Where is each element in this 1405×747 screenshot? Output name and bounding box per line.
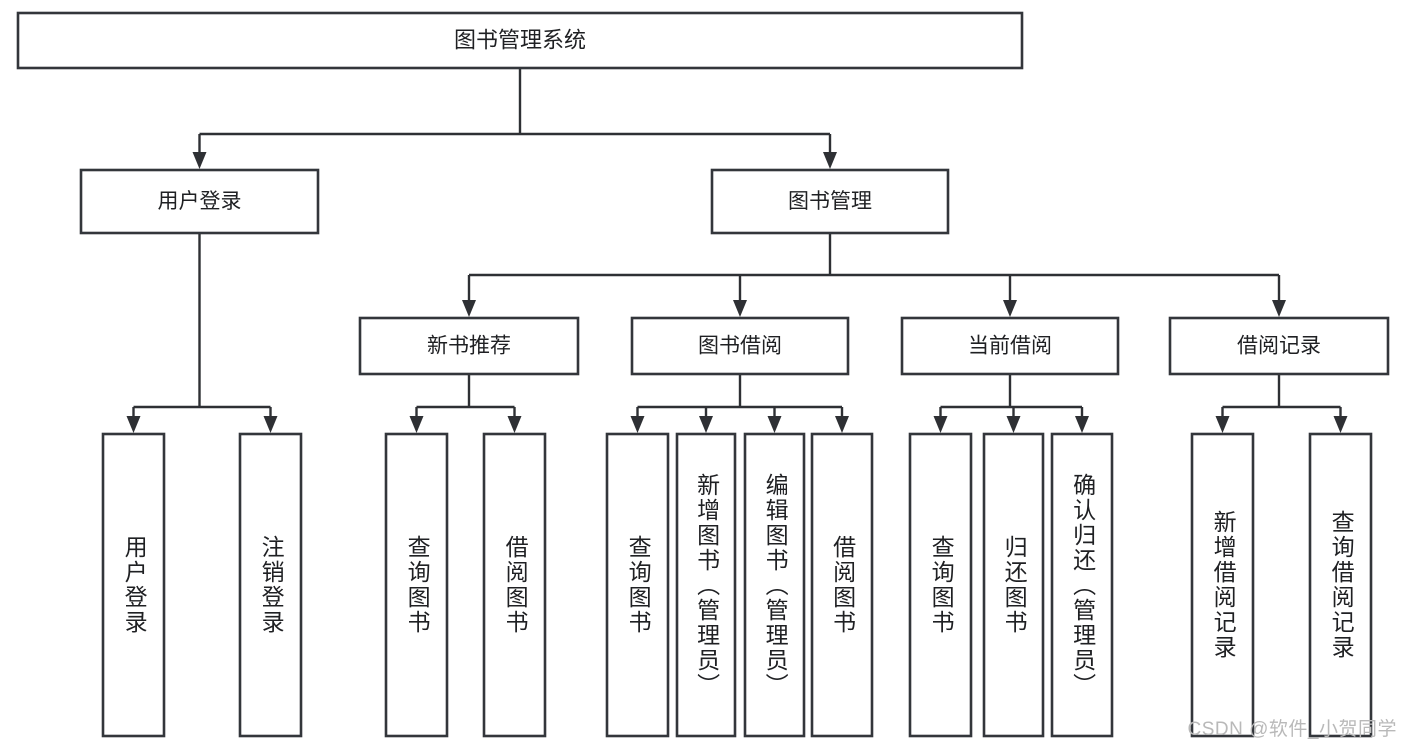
node-box-leaf-add-book[interactable] bbox=[675, 432, 737, 738]
node-label-new-book-recommend: 新书推荐 bbox=[427, 335, 511, 358]
edge-arrowhead-leaf-query-record bbox=[1333, 416, 1348, 433]
watermark-text: CSDN @软件_小贺同学 bbox=[1187, 719, 1397, 740]
node-box-user-login[interactable] bbox=[79, 168, 320, 235]
edge-arrowhead-leaf-borrow-book-2 bbox=[835, 416, 849, 433]
node-label-book-manage: 图书管理 bbox=[788, 190, 872, 213]
node-label-root: 图书管理系统 bbox=[454, 27, 586, 52]
node-box-leaf-query-book-2[interactable] bbox=[605, 432, 670, 738]
node-label-user-login: 用户登录 bbox=[158, 190, 242, 213]
edge-arrowhead-leaf-user-logout bbox=[263, 416, 278, 433]
edge-arrowhead-user-login bbox=[192, 152, 207, 169]
node-box-leaf-confirm-return[interactable] bbox=[1050, 432, 1114, 738]
edge-arrowhead-leaf-query-book-3 bbox=[933, 416, 948, 433]
node-box-leaf-query-book-3[interactable] bbox=[908, 432, 973, 738]
box-layer bbox=[16, 11, 1390, 738]
connector-layer bbox=[126, 68, 1348, 433]
node-box-root[interactable] bbox=[16, 11, 1024, 70]
node-box-book-borrow[interactable] bbox=[630, 316, 850, 376]
edge-arrowhead-book-manage bbox=[823, 152, 837, 169]
node-box-leaf-borrow-book-2[interactable] bbox=[810, 432, 874, 738]
node-box-leaf-user-logout[interactable] bbox=[238, 432, 303, 738]
node-box-leaf-edit-book[interactable] bbox=[743, 432, 806, 738]
edge-arrowhead-leaf-return-book bbox=[1006, 416, 1021, 433]
node-label-current-borrow: 当前借阅 bbox=[968, 335, 1052, 358]
edge-arrowhead-leaf-add-book bbox=[699, 416, 713, 433]
node-box-leaf-query-book-1[interactable] bbox=[384, 432, 449, 738]
node-label-borrow-record: 借阅记录 bbox=[1237, 335, 1321, 358]
edge-arrowhead-leaf-edit-book bbox=[767, 416, 782, 433]
node-box-leaf-borrow-book-1[interactable] bbox=[482, 432, 547, 738]
edge-arrowhead-leaf-borrow-book-1 bbox=[507, 416, 522, 433]
edge-arrowhead-leaf-add-record bbox=[1215, 416, 1230, 433]
edge-arrowhead-leaf-user-login bbox=[126, 416, 141, 433]
edge-arrowhead-current-borrow bbox=[1003, 300, 1017, 317]
edge-arrowhead-leaf-query-book-1 bbox=[409, 416, 424, 433]
edge-arrowhead-book-borrow bbox=[733, 300, 747, 317]
node-box-leaf-add-record[interactable] bbox=[1190, 432, 1255, 738]
node-box-leaf-user-login[interactable] bbox=[101, 432, 166, 738]
node-box-leaf-return-book[interactable] bbox=[982, 432, 1045, 738]
node-box-current-borrow[interactable] bbox=[900, 316, 1120, 376]
edge-arrowhead-new-book-recommend bbox=[462, 300, 476, 317]
node-box-book-manage[interactable] bbox=[710, 168, 950, 235]
node-box-new-book-recommend[interactable] bbox=[358, 316, 580, 376]
node-box-leaf-query-record[interactable] bbox=[1308, 432, 1373, 738]
edge-arrowhead-borrow-record bbox=[1272, 300, 1286, 317]
node-label-book-borrow: 图书借阅 bbox=[698, 335, 782, 358]
node-box-borrow-record[interactable] bbox=[1168, 316, 1390, 376]
edge-arrowhead-leaf-confirm-return bbox=[1075, 416, 1089, 433]
edge-arrowhead-leaf-query-book-2 bbox=[630, 416, 645, 433]
